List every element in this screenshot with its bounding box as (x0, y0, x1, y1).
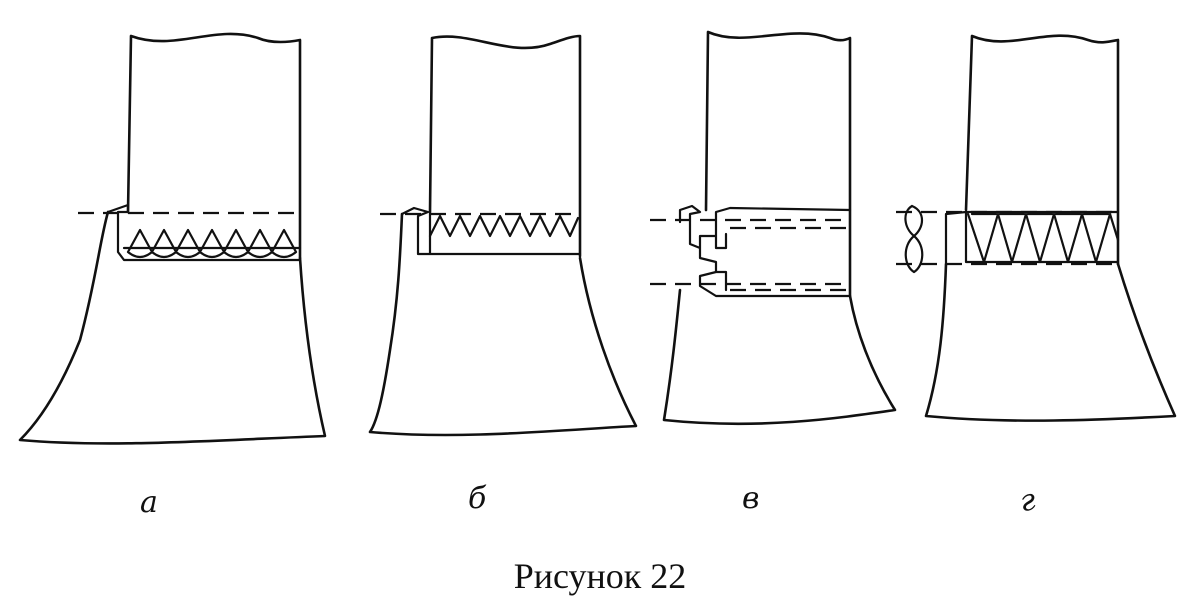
panel-a-label: а (140, 485, 158, 520)
figure-caption: Рисунок 22 (514, 556, 687, 596)
panel-b: б (368, 34, 638, 516)
panel-b-upper-sleeve (428, 34, 582, 258)
panel-g-upper-sleeve (964, 34, 1120, 266)
panel-a-upper-sleeve (126, 32, 302, 260)
panel-v-label: в (742, 481, 759, 516)
panel-v-lower-cuff (662, 288, 897, 426)
panel-v-upper-sleeve (704, 30, 852, 298)
panel-a-lower-cuff (18, 210, 327, 445)
panel-b-label: б (468, 481, 487, 516)
panel-a: а (18, 32, 327, 520)
panel-b-hem-fold (400, 206, 582, 256)
panel-v: в (650, 30, 897, 516)
panel-v-double-fold (678, 204, 852, 298)
panel-g-loop-knot (904, 204, 924, 274)
panel-g-cross-stitch (966, 212, 1120, 264)
panel-b-zigzag-stitch (428, 214, 580, 238)
panel-b-lower-cuff (368, 212, 638, 437)
panel-g-lower-cuff (924, 262, 1177, 422)
panel-g-hem-fold (944, 210, 1120, 266)
panel-g-label: г (1018, 482, 1038, 519)
panel-a-overlock-stitch (126, 228, 298, 259)
panel-g: г (896, 34, 1177, 519)
